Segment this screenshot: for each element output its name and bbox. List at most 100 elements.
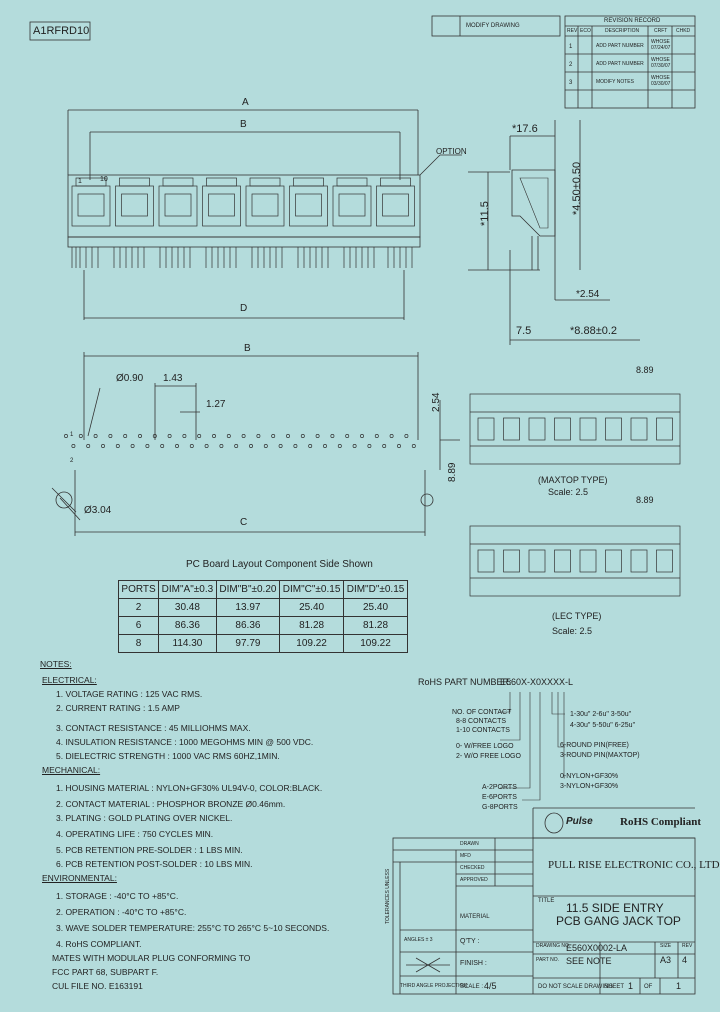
- pcb-hole: [315, 434, 320, 438]
- notes-subheading: ENVIRONMENTAL:: [42, 873, 117, 883]
- jack-led-window: [162, 177, 194, 187]
- table-cell: 109.22: [279, 634, 345, 653]
- note-line: 3. CONTACT RESISTANCE : 45 MILLIOHMS MAX…: [56, 723, 251, 733]
- dim-1-27: 1.27: [206, 399, 226, 410]
- table-header: DIM"C"±0.15: [279, 580, 345, 599]
- table-header: DIM"D"±0.15: [343, 580, 408, 599]
- pcb-hole: [263, 444, 268, 448]
- pcb-hole: [360, 434, 364, 438]
- part-no-label: PART NO.: [536, 957, 560, 963]
- pcb-hole: [130, 444, 135, 448]
- pin-one-label: 1: [78, 178, 82, 185]
- table-cell: 8: [117, 634, 160, 653]
- pulse-logo: Pulse: [566, 816, 593, 827]
- option-line: A-2PORTS: [482, 784, 517, 791]
- option-line: NO. OF CONTACT: [452, 709, 512, 716]
- pcb-hole: [160, 444, 165, 448]
- port-outline: [554, 549, 571, 573]
- part-number-label: RoHS PART NUMBER:: [418, 677, 512, 687]
- maxtop-view: [469, 393, 681, 465]
- drawing-id: A1RFRD10: [33, 25, 90, 37]
- pcb-hole: [397, 444, 401, 448]
- lec-type-label: (LEC TYPE): [552, 611, 602, 621]
- jack-opening: [77, 193, 105, 217]
- pcb-hole: [382, 444, 387, 448]
- option-line: 4-30u" 5-50u" 6-25u": [570, 722, 636, 729]
- jack-led-window: [293, 177, 324, 187]
- drawn-label: DRAWN: [460, 841, 479, 847]
- title-line-2: PCB GANG JACK TOP: [556, 914, 681, 928]
- option-line: 1-10 CONTACTS: [456, 727, 510, 734]
- pcb-hole: [197, 434, 202, 438]
- pcb-hole: [308, 444, 313, 448]
- checked-label: CHECKED: [460, 865, 485, 871]
- pcb-hole: [300, 434, 305, 438]
- scale-label: SCALE :: [460, 984, 484, 990]
- dim-8-89-maxtop: 8.89: [636, 365, 654, 375]
- option-line: 8-8 CONTACTS: [456, 718, 507, 725]
- table-row: 2 30.48 13.97 25.40 25.40: [117, 598, 408, 617]
- port-outline: [579, 417, 597, 441]
- jack-opening: [208, 193, 235, 217]
- note-line: 6. PCB RETENTION POST-SOLDER : 10 LBS MI…: [56, 859, 253, 869]
- option-line: E-6PORTS: [482, 794, 517, 801]
- rev-value: 4: [682, 955, 688, 965]
- angles-label: ANGLES ± 3: [404, 937, 433, 943]
- port-outline: [503, 549, 520, 573]
- pcb-hole: [367, 444, 372, 448]
- part-no: SEE NOTE: [566, 956, 612, 966]
- modify-drawing-label: MODIFY DRAWING: [466, 23, 520, 29]
- dim-a-label: A: [242, 97, 249, 108]
- pcb-hole: [241, 434, 246, 438]
- port-outline: [630, 549, 648, 573]
- pcb-hole: [71, 444, 76, 448]
- option-label: OPTION: [436, 147, 467, 156]
- pcb-hole: [256, 434, 261, 438]
- jack-opening: [338, 193, 366, 217]
- table-header-row: PORTS DIM"A"±0.3 DIM"B"±0.20 DIM"C"±0.15…: [117, 580, 408, 599]
- table-cell: 114.30: [158, 634, 217, 653]
- pcb-hole: [101, 444, 105, 448]
- table-row: 6 86.36 86.36 81.28 81.28: [117, 616, 408, 635]
- pcb-hole: [234, 444, 239, 448]
- notes-subheading: ELECTRICAL:: [42, 675, 97, 685]
- rev-description: MODIFY NOTES: [596, 79, 634, 85]
- notes-heading: NOTES:: [40, 659, 72, 669]
- tolerance-side-label: TOLERANCES UNLESS: [385, 868, 391, 924]
- pcb-hole: [374, 434, 379, 438]
- port-outline: [630, 417, 648, 441]
- dim-1-43: 1.43: [163, 373, 183, 384]
- sheet-number: 1: [628, 981, 634, 991]
- title-label: TITLE: [538, 898, 555, 904]
- pcb-hole: [278, 444, 283, 448]
- table-cell: 13.97: [215, 598, 281, 617]
- note-line: 3. PLATING : GOLD PLATING OVER NICKEL.: [56, 813, 233, 823]
- pcb-hole: [78, 434, 83, 438]
- port-outline: [503, 417, 520, 441]
- dim-table-title: PC Board Layout Component Side Shown: [186, 559, 373, 570]
- jack-led-window: [336, 177, 368, 187]
- size-label: SIZE: [660, 943, 672, 949]
- port-outline: [656, 549, 673, 573]
- lec-scale-label: Scale: 2.5: [552, 626, 593, 636]
- port-outline: [579, 549, 597, 573]
- dim-11-5: *11.5: [479, 201, 491, 226]
- pcb-hole: [138, 434, 142, 438]
- table-cell: 81.28: [343, 616, 408, 635]
- dim-hole-diameter: Ø0.90: [116, 373, 144, 384]
- jack-opening: [121, 193, 148, 217]
- rev-crafter: WHOSE: [651, 39, 670, 45]
- pcb-hole: [404, 434, 409, 438]
- note-line: 4. INSULATION RESISTANCE : 1000 MEGOHMS …: [56, 737, 314, 747]
- approved-label: APPROVED: [460, 877, 488, 883]
- rev-label: REV: [682, 943, 693, 949]
- table-header: DIM"A"±0.3: [158, 580, 217, 599]
- pcb-hole: [115, 444, 120, 448]
- note-line: 5. PCB RETENTION PRE-SOLDER : 1 LBS MIN.: [56, 845, 243, 855]
- rev-header: REV: [567, 28, 578, 34]
- option-line: 3-ROUND PIN(MAXTOP): [560, 752, 640, 759]
- pcb-hole: [389, 434, 394, 438]
- note-line: MATES WITH MODULAR PLUG CONFORMING TO: [52, 953, 251, 963]
- size-value: A3: [660, 955, 672, 965]
- option-line: 0-NYLON+GF30%: [560, 773, 619, 780]
